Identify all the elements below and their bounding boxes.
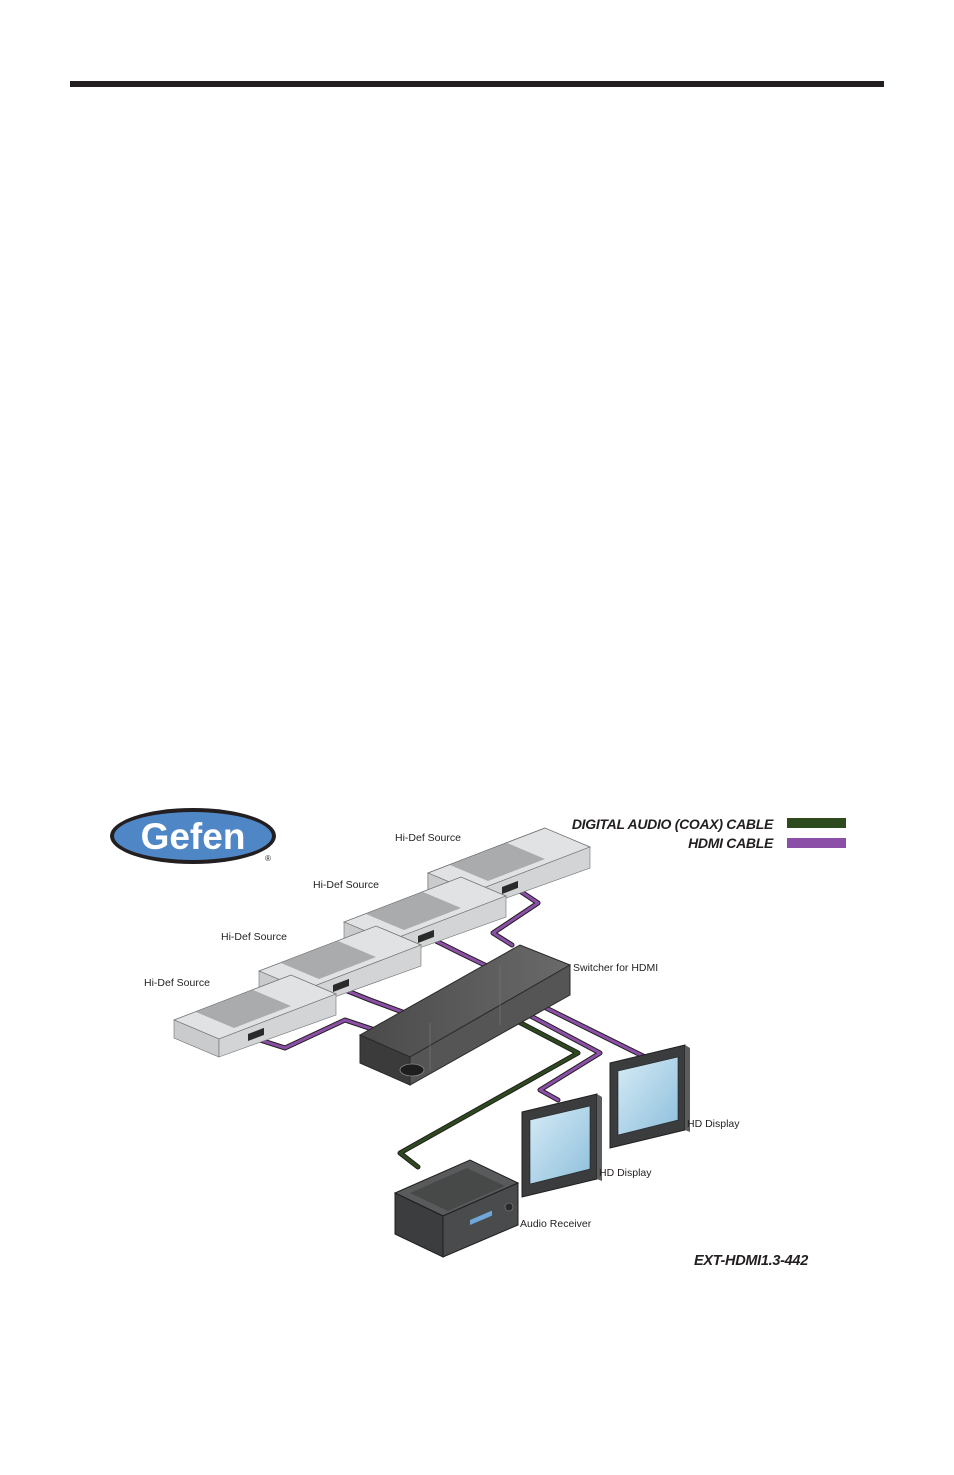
header-rule xyxy=(70,81,884,87)
cables xyxy=(257,888,648,1170)
legend: DIGITAL AUDIO (COAX) CABLE HDMI CABLE xyxy=(572,816,846,851)
logo-text: Gefen xyxy=(141,816,246,857)
registered-mark: ® xyxy=(265,854,271,863)
hi-def-source-2-label: Hi-Def Source xyxy=(221,931,287,943)
model-number: EXT-HDMI1.3-442 xyxy=(694,1253,808,1269)
hi-def-source-4-label: Hi-Def Source xyxy=(395,832,461,844)
hi-def-source-1 xyxy=(172,974,338,1058)
hi-def-source-3-label: Hi-Def Source xyxy=(313,879,379,891)
hd-display-1-label: HD Display xyxy=(599,1167,652,1179)
switcher-label: Switcher for HDMI xyxy=(573,962,658,974)
hd-display-2 xyxy=(609,1044,690,1149)
hdmi-switcher xyxy=(358,944,572,1086)
legend-hdmi-label: HDMI CABLE xyxy=(688,835,774,851)
hi-def-source-1-label: Hi-Def Source xyxy=(144,977,210,989)
legend-hdmi-swatch xyxy=(787,838,846,848)
gefen-logo: Gefen ® xyxy=(110,808,276,864)
connection-diagram: Gefen ® DIGITAL AUDIO (COAX) CABLE HDMI … xyxy=(100,795,860,1275)
hdmi-cable-display-1 xyxy=(522,1010,603,1103)
hd-display-1 xyxy=(521,1093,602,1198)
audio-receiver-label: Audio Receiver xyxy=(520,1218,592,1230)
hd-display-2-label: HD Display xyxy=(687,1118,740,1130)
audio-receiver xyxy=(393,1159,520,1258)
legend-coax-label: DIGITAL AUDIO (COAX) CABLE xyxy=(572,816,774,832)
legend-coax-swatch xyxy=(787,818,846,828)
